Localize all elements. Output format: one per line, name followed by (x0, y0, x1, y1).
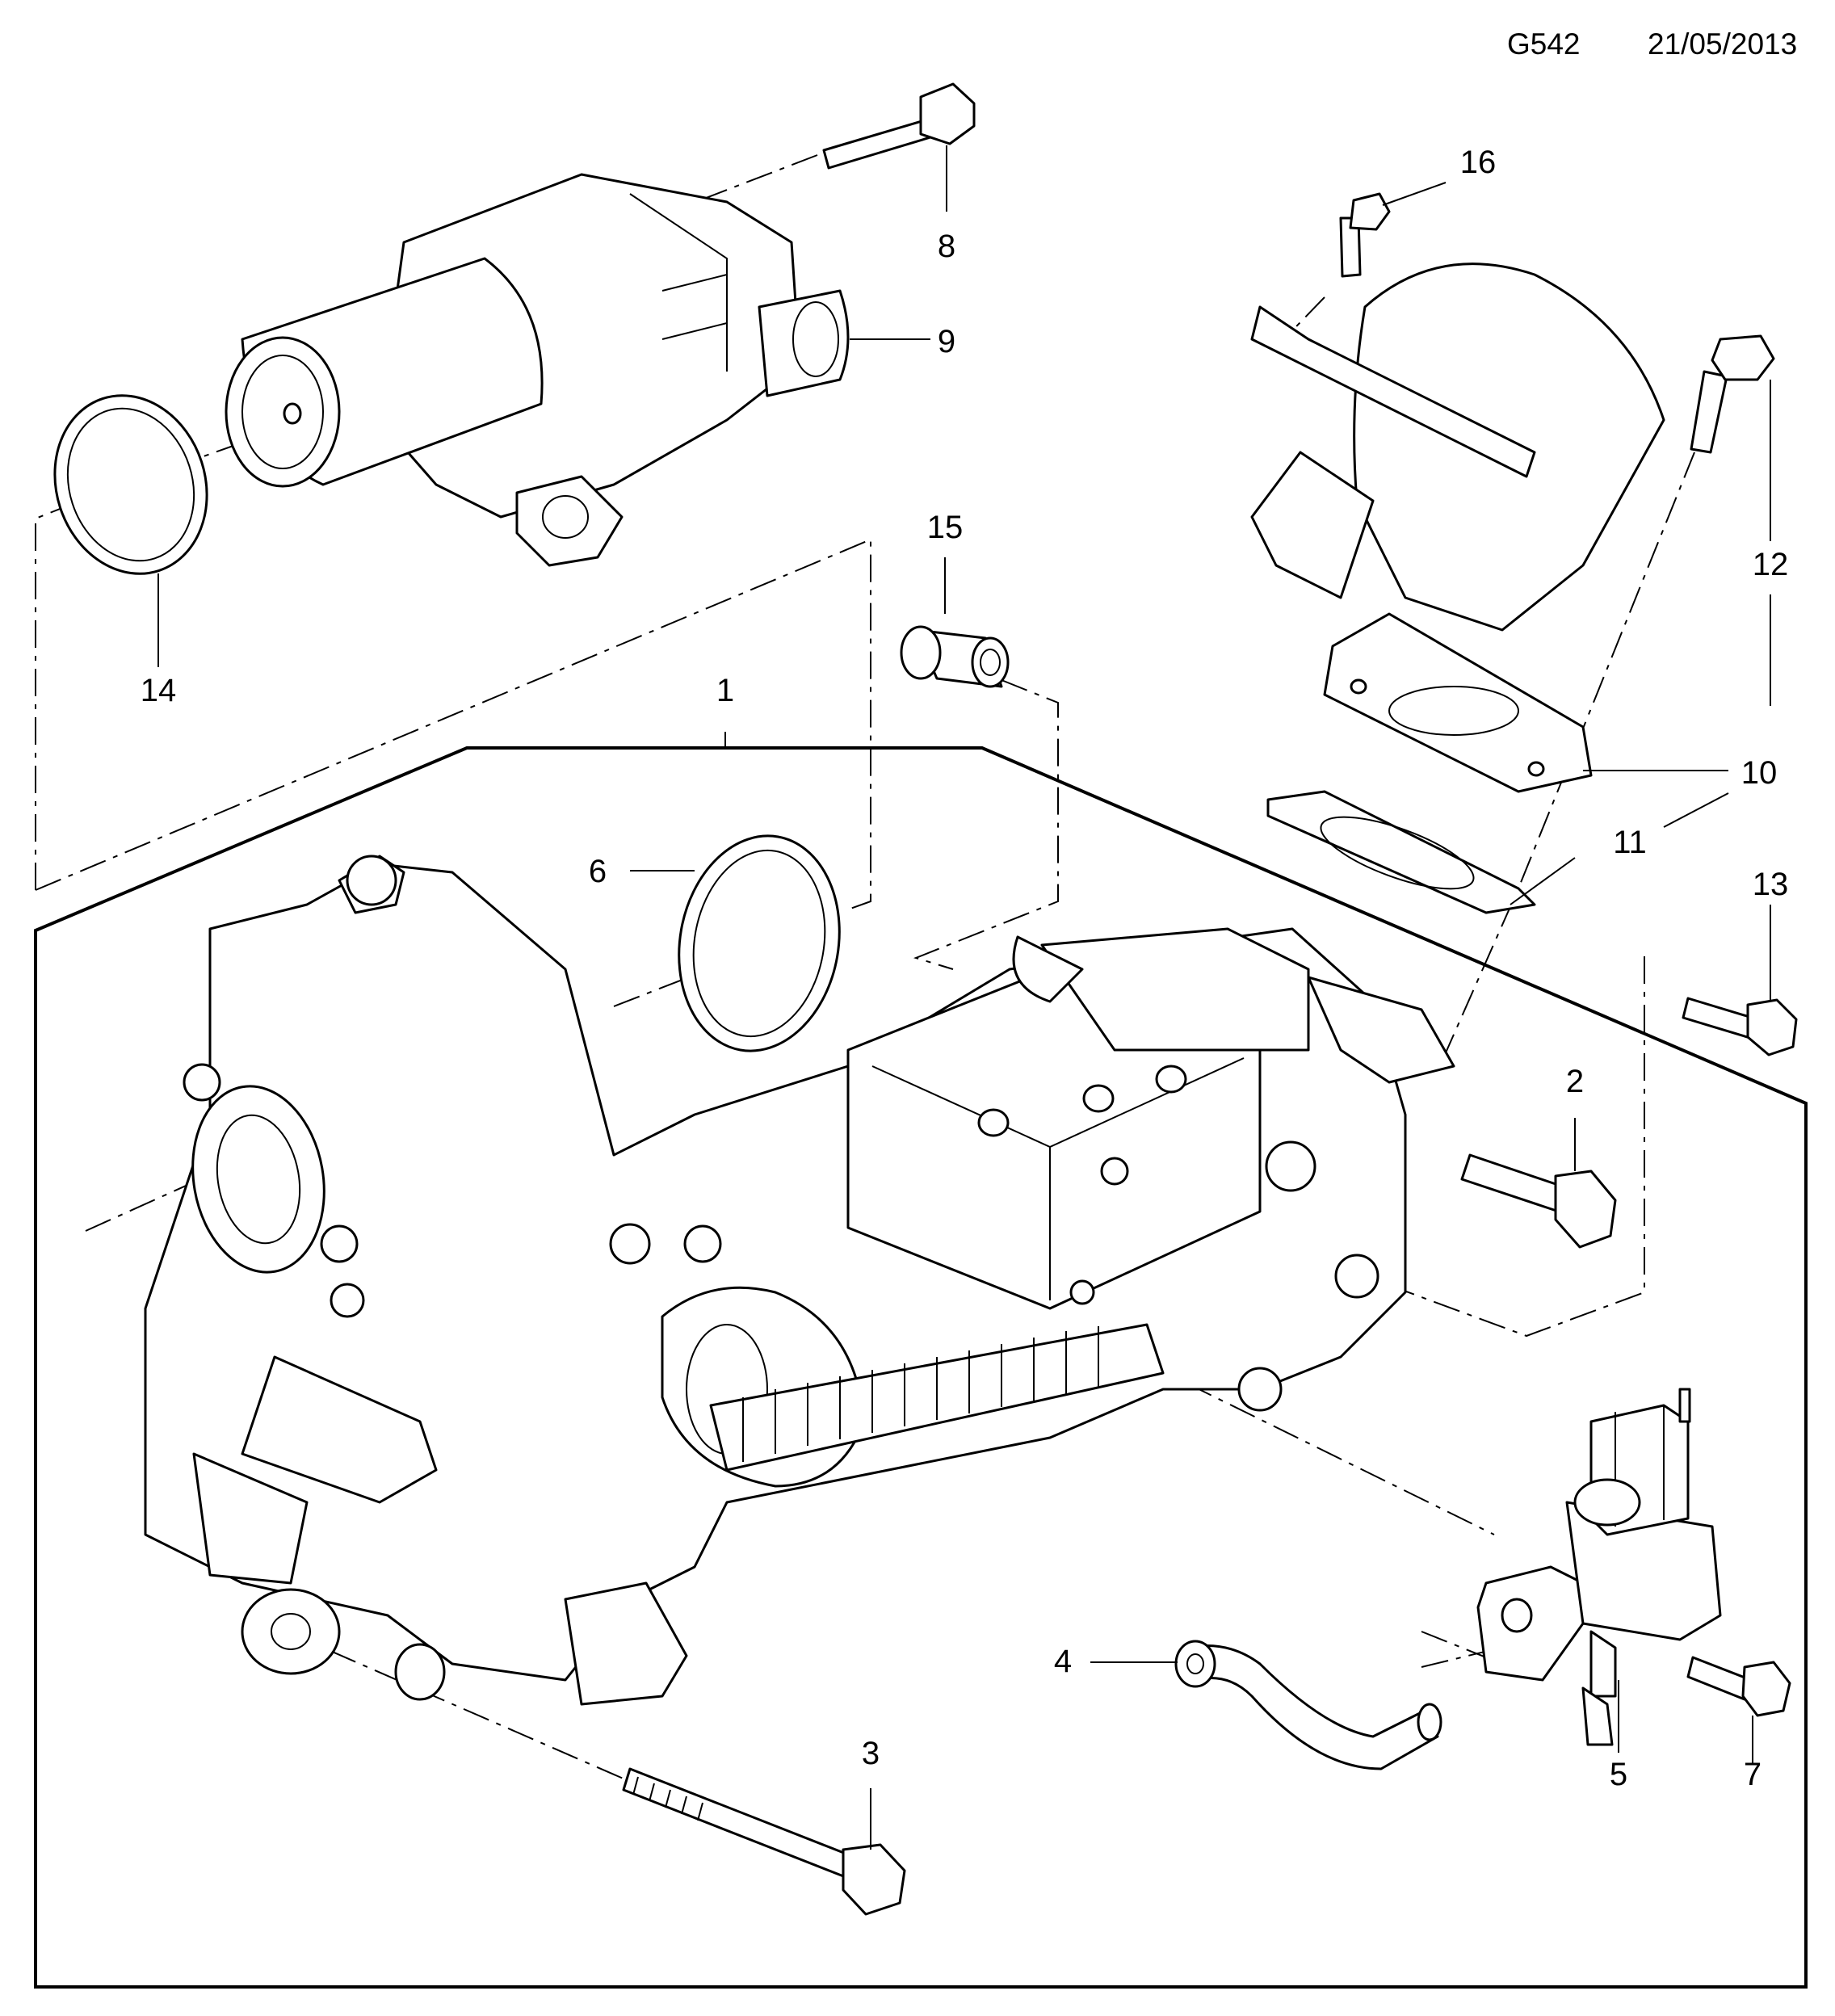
callout-7: 7 (1744, 1757, 1762, 1792)
solenoid-valve-drawing (1476, 1388, 1722, 1746)
bolt-12-drawing (1690, 334, 1775, 454)
callout-10: 10 (1741, 755, 1778, 791)
callout-16: 16 (1460, 145, 1497, 180)
assembly-frame (34, 746, 1808, 1989)
callout-13: 13 (1753, 867, 1789, 902)
callout-6: 6 (589, 854, 607, 889)
callout-14: 14 (141, 673, 177, 708)
callout-15: 15 (927, 510, 964, 545)
header-code: G542 (1507, 27, 1581, 61)
stud-bolt-3-drawing (622, 1767, 906, 1916)
bolt-8-drawing (822, 82, 976, 170)
egr-module-drawing (144, 855, 1455, 1706)
callout-11: 11 (1613, 825, 1647, 860)
callout-1: 1 (716, 673, 734, 708)
sleeve-drawing (900, 625, 1010, 688)
callout-5: 5 (1610, 1757, 1627, 1792)
leader-lines (157, 145, 1771, 1850)
gasket-drawing (1266, 790, 1536, 914)
header-date: 21/05/2013 (1648, 27, 1798, 61)
callout-4: 4 (1054, 1644, 1072, 1679)
callouts: 1 2 3 4 5 6 7 8 9 10 11 12 13 14 15 16 (141, 145, 1789, 1792)
egr-valve-drawing (225, 173, 850, 567)
bolt-13-drawing (1682, 997, 1798, 1056)
callout-2: 2 (1566, 1064, 1584, 1099)
callout-9: 9 (938, 324, 955, 359)
o-ring-drawing (53, 394, 208, 575)
hose-drawing (1174, 1640, 1442, 1770)
callout-12: 12 (1753, 547, 1789, 582)
screw-7-drawing (1686, 1656, 1791, 1717)
callout-8: 8 (938, 229, 955, 264)
bolt-16-drawing (1339, 192, 1391, 278)
bolt-2-drawing (1460, 1153, 1617, 1249)
seal-ring-drawing (678, 834, 841, 1052)
callout-3: 3 (862, 1736, 880, 1771)
elbow-pipe-drawing (1250, 262, 1665, 793)
